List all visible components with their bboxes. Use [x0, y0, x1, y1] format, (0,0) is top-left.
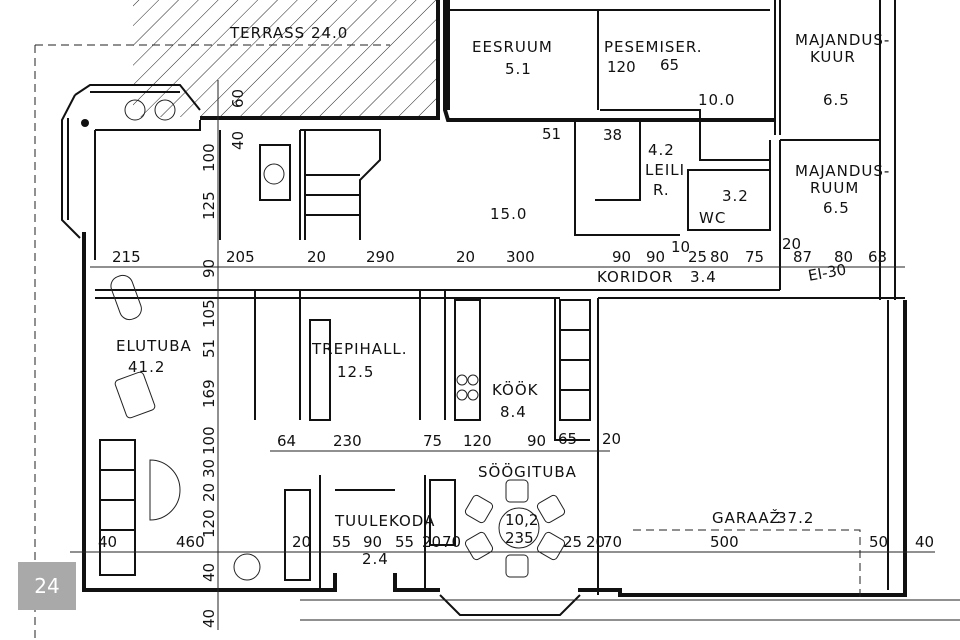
- dim: 55: [332, 533, 351, 551]
- area-elutuba: 41.2: [128, 358, 165, 376]
- dim: 20: [586, 533, 605, 551]
- room-labels: TERRASS 24.0 EESRUUM 5.1 PESEMISER. 10.0…: [116, 24, 890, 568]
- dim: 120: [463, 432, 492, 450]
- area-eesruum: 5.1: [505, 60, 532, 78]
- dim: 20: [456, 248, 475, 266]
- dim: 70: [442, 533, 461, 551]
- dim: 40: [229, 131, 247, 150]
- area-leili: 4.2: [648, 141, 675, 159]
- dim: 460: [176, 533, 205, 551]
- area-koridor: 3.4: [690, 268, 717, 286]
- dim: 500: [710, 533, 739, 551]
- dim: 120: [607, 58, 636, 76]
- dim: 40: [98, 533, 117, 551]
- dim: 205: [226, 248, 255, 266]
- area-tuulekoda: 2.4: [362, 550, 389, 568]
- room-terrass: TERRASS 24.0: [229, 24, 348, 42]
- dim: 20: [422, 533, 441, 551]
- dim: 125: [200, 191, 218, 220]
- dim: 215: [112, 248, 141, 266]
- room-pesemiser: PESEMISER.: [604, 38, 703, 56]
- dimensions-top: 120 65 51 38: [542, 56, 679, 144]
- dim: 55: [395, 533, 414, 551]
- room-garaaz: GARAAŽ: [712, 508, 781, 527]
- dim: 90: [646, 248, 665, 266]
- dim: 70: [603, 533, 622, 551]
- dining-table: [464, 479, 566, 578]
- area-trepihall: 12.5: [337, 363, 374, 381]
- room-koridor: KORIDOR: [597, 268, 673, 286]
- room-kook: KÖÖK: [492, 380, 539, 399]
- area-kook: 8.4: [500, 403, 527, 421]
- dimensions-vertical: 60 40 100 125 90 105 51 169 100 30 20 12…: [200, 89, 247, 628]
- room-leili-2: R.: [653, 181, 670, 199]
- dim: 80: [834, 248, 853, 266]
- dim: 100: [200, 426, 218, 455]
- dim: 300: [506, 248, 535, 266]
- room-elutuba: ELUTUBA: [116, 337, 192, 355]
- dim: 90: [612, 248, 631, 266]
- area-hall: 15.0: [490, 205, 527, 223]
- room-leili-1: LEILI: [645, 161, 685, 179]
- dim: 90: [200, 259, 218, 278]
- dim: 90: [363, 533, 382, 551]
- dim: 40: [915, 533, 934, 551]
- room-soogituba: SÖÖGITUBA: [478, 462, 577, 481]
- dimensions-row-1: 215 205 20 290 20 300 90 90 10 25 80 75 …: [112, 235, 887, 266]
- dim: 105: [200, 299, 218, 328]
- dim: 20: [602, 430, 621, 448]
- dimension-lines: [70, 80, 935, 630]
- dim: 169: [200, 379, 218, 408]
- room-majandusruum-2: RUUM: [810, 179, 859, 197]
- dimensions-row-2: 64 230 75 120 90 65 20: [277, 430, 621, 450]
- area-pesemiser: 10.0: [698, 91, 735, 109]
- dim: 25: [688, 248, 707, 266]
- page-number-badge: 24: [18, 562, 76, 610]
- dim: 120: [200, 509, 218, 538]
- dim: 230: [333, 432, 362, 450]
- dim: 38: [603, 126, 622, 144]
- dim: 90: [527, 432, 546, 450]
- dim: 63: [868, 248, 887, 266]
- room-majanduskuur-1: MAJANDUS-: [795, 31, 890, 49]
- dim: 60: [229, 89, 247, 108]
- dim: 100: [200, 143, 218, 172]
- dim: 87: [793, 248, 812, 266]
- dim: 64: [277, 432, 296, 450]
- walls: [61, 0, 960, 621]
- dim: 20: [782, 235, 801, 253]
- dim: 30: [200, 459, 218, 478]
- dimensions-row-3: 40 460 20 55 90 55 20 70 25 20 70 500 50…: [98, 533, 934, 551]
- dim: 10: [671, 238, 690, 256]
- dim: 20: [307, 248, 326, 266]
- dim: 65: [558, 430, 577, 448]
- table-label-top: 10,2: [505, 511, 538, 529]
- dim: 51: [200, 339, 218, 358]
- room-trepihall: TREPIHALL.: [311, 340, 408, 358]
- table-label-bottom: 235: [505, 529, 534, 547]
- dim: 75: [423, 432, 442, 450]
- area-majanduskuur: 6.5: [823, 91, 850, 109]
- dim: 80: [710, 248, 729, 266]
- dim: 25: [563, 533, 582, 551]
- room-tuulekoda: TUULEKODA: [334, 512, 435, 530]
- dim: 51: [542, 125, 561, 143]
- dim: 290: [366, 248, 395, 266]
- dim: 50: [869, 533, 888, 551]
- dim: 75: [745, 248, 764, 266]
- dim: 20: [292, 533, 311, 551]
- room-eesruum: EESRUUM: [472, 38, 553, 56]
- area-wc: 3.2: [722, 187, 749, 205]
- area-majandusruum: 6.5: [823, 199, 850, 217]
- dim: 40: [200, 609, 218, 628]
- room-majanduskuur-2: KUUR: [810, 48, 856, 66]
- terrace: [34, 0, 440, 640]
- dim: 65: [660, 56, 679, 74]
- area-garaaz: 37.2: [777, 509, 814, 527]
- room-majandusruum-1: MAJANDUS-: [795, 162, 890, 180]
- dim: 40: [200, 563, 218, 582]
- dim: 20: [200, 483, 218, 502]
- room-wc: WC: [699, 209, 726, 227]
